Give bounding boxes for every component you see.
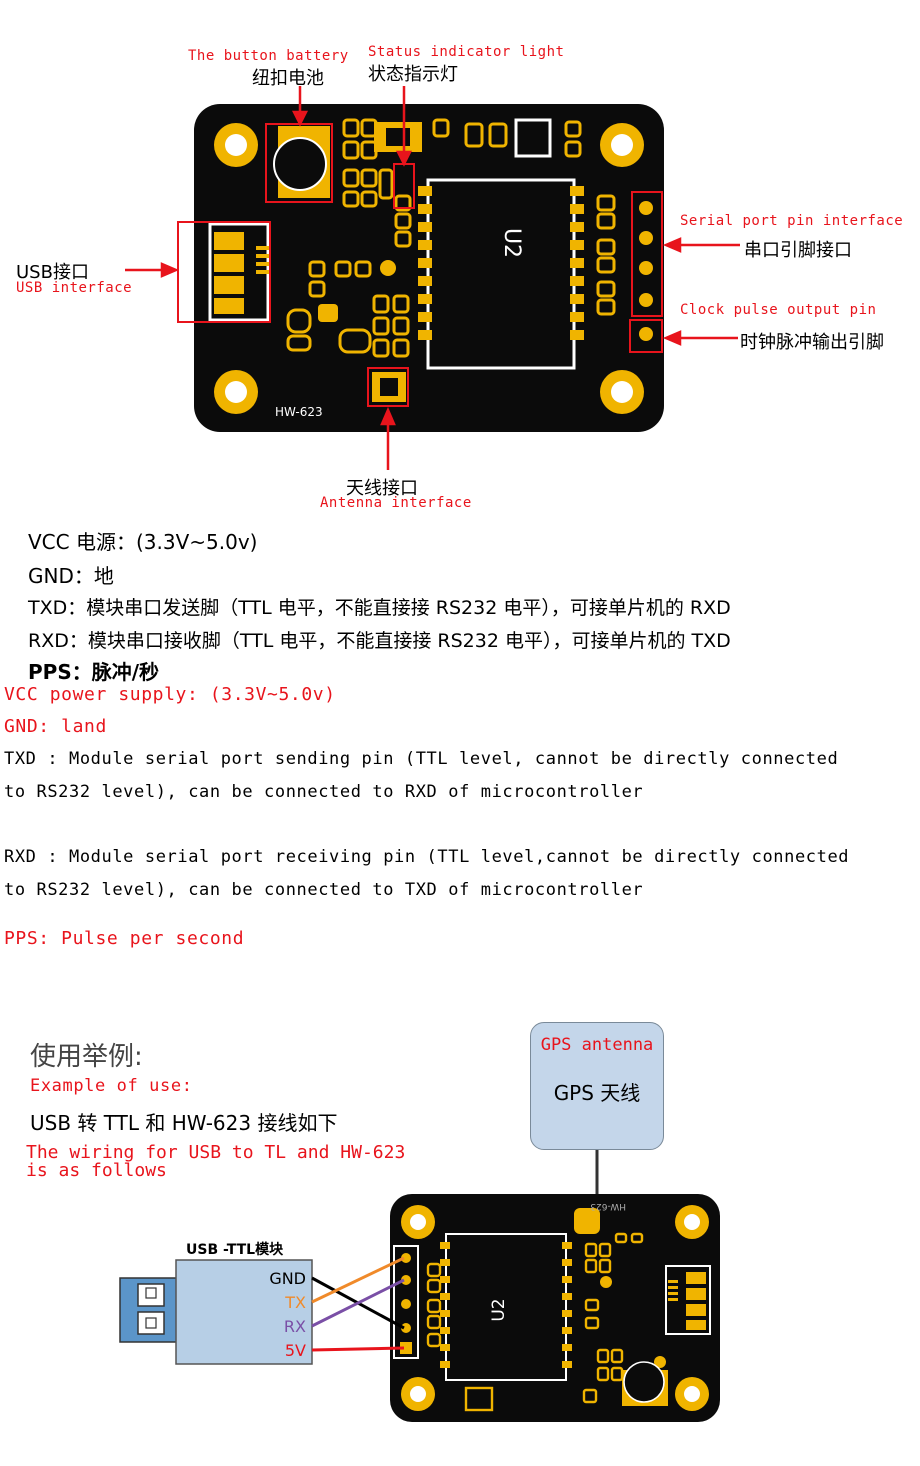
- chip-pad: [570, 258, 584, 268]
- mount-holes: [214, 123, 644, 414]
- chip-pad: [570, 330, 584, 340]
- chip-pad: [562, 1242, 572, 1249]
- chip-pad: [418, 258, 432, 268]
- serial-label-en: Serial port pin interface: [680, 213, 904, 229]
- header-pins: [639, 201, 653, 341]
- chip-pad: [570, 294, 584, 304]
- chip-pad: [440, 1310, 450, 1317]
- chip-pad: [418, 186, 432, 196]
- antenna-label-cn: 天线接口: [346, 478, 418, 499]
- chip-label: U2: [499, 228, 524, 258]
- wiring-cn: USB 转 TTL 和 HW-623 接线如下: [30, 1111, 338, 1135]
- gps-antenna-label-cn: GPS 天线: [553, 1081, 641, 1105]
- example-title-en: Example of use:: [30, 1076, 193, 1096]
- battery-icon: [273, 126, 330, 198]
- chip-pad: [440, 1259, 450, 1266]
- spec-en-gnd: GND: land: [4, 716, 107, 737]
- wire-tx: [311, 1256, 405, 1304]
- status-label-cn: 状态指示灯: [368, 64, 458, 85]
- chip-pad: [440, 1361, 450, 1368]
- chip-pad: [418, 330, 432, 340]
- bottom-mount-holes: [401, 1205, 709, 1411]
- spec-en-txd-2: to RS232 level), can be connected to RXD…: [4, 782, 644, 802]
- chip-pad: [562, 1259, 572, 1266]
- spec-en-rxd-1: RXD : Module serial port receiving pin (…: [4, 847, 850, 867]
- clock-label-en: Clock pulse output pin: [680, 302, 877, 318]
- bottom-usb-connector-icon: [665, 1265, 711, 1335]
- serial-label-cn: 串口引脚接口: [744, 240, 852, 261]
- spec-en-rxd-2: to RS232 level), can be connected to TXD…: [4, 880, 644, 900]
- chip-pad: [418, 204, 432, 214]
- battery-label-cn: 纽扣电池: [252, 68, 324, 89]
- spec-en-txd-1: TXD : Module serial port sending pin (TT…: [4, 749, 839, 769]
- chip-pad: [418, 294, 432, 304]
- usb-connector-icon: [208, 222, 270, 322]
- bottom-chip-label: U2: [489, 1298, 509, 1321]
- wire-5v: [311, 1346, 405, 1352]
- spec-en-pps: PPS: Pulse per second: [4, 928, 245, 949]
- chip-pad: [418, 222, 432, 232]
- silk-model: HW-623: [275, 405, 323, 419]
- chip-pad: [570, 222, 584, 232]
- bottom-antenna-pad: [574, 1208, 600, 1234]
- battery-label-en: The button battery: [188, 48, 349, 64]
- wiring-diagram: HW-623 U2 USB -TTL模块: [119, 1150, 720, 1422]
- antenna-highlight: [367, 367, 409, 407]
- serial-highlight: [631, 191, 663, 317]
- chip-pad: [418, 276, 432, 286]
- chip-pad: [562, 1293, 572, 1300]
- gps-chip-icon: [420, 172, 582, 376]
- wiring-en-1: The wiring for USB to TL and HW-623: [26, 1142, 406, 1163]
- pin-label-rx: RX: [284, 1317, 306, 1336]
- chip-pad: [562, 1327, 572, 1334]
- wire-rx: [311, 1278, 405, 1328]
- gps-antenna-label-en: GPS antenna: [540, 1035, 654, 1055]
- usb-ttl-module: [119, 1259, 313, 1365]
- pin-label-tx: TX: [284, 1293, 306, 1312]
- spec-cn-rxd: RXD：模块串口接收脚（TTL 电平，不能直接接 RS232 电平），可接单片机…: [28, 630, 731, 652]
- chip-pad: [440, 1293, 450, 1300]
- clock-label-cn: 时钟脉冲输出引脚: [740, 332, 884, 353]
- chip-pad: [562, 1310, 572, 1317]
- usb-label-en: USB interface: [16, 280, 133, 296]
- chip-pad: [562, 1361, 572, 1368]
- chip-pad: [570, 204, 584, 214]
- chip-pad: [562, 1276, 572, 1283]
- pin-label-5v: 5V: [285, 1341, 306, 1360]
- chip-pad: [570, 186, 584, 196]
- usb-highlight: [177, 221, 271, 323]
- spec-cn-vcc: VCC 电源：(3.3V~5.0v): [28, 530, 258, 554]
- chip-pad: [418, 312, 432, 322]
- top-board-diagram: U2 HW-623: [125, 86, 740, 470]
- spec-en-vcc: VCC power supply: (3.3V~5.0v): [4, 684, 336, 705]
- chip-pad: [440, 1344, 450, 1351]
- chip-pad: [570, 312, 584, 322]
- clock-highlight: [629, 319, 663, 353]
- chip-pad: [570, 276, 584, 286]
- bottom-battery-icon: [622, 1361, 668, 1406]
- chip-pad: [562, 1344, 572, 1351]
- chip-pad: [440, 1276, 450, 1283]
- chip-pad: [440, 1242, 450, 1249]
- status-label-en: Status indicator light: [368, 44, 565, 60]
- antenna-label-en: Antenna interface: [320, 495, 472, 511]
- usb-ttl-label: USB -TTL模块: [186, 1241, 284, 1258]
- spec-cn-pps: PPS：脉冲/秒: [28, 660, 160, 684]
- pin-label-gnd: GND: [269, 1269, 306, 1288]
- gps-antenna-box: GPS antenna GPS 天线: [530, 1022, 664, 1150]
- spec-cn-txd: TXD：模块串口发送脚（TTL 电平，不能直接接 RS232 电平），可接单片机…: [28, 597, 731, 619]
- bottom-silk: HW-623: [590, 1201, 626, 1211]
- wiring-en-2: is as follows: [26, 1160, 167, 1181]
- usb-label-cn: USB接口: [16, 262, 89, 283]
- chip-pad: [440, 1327, 450, 1334]
- chip-pad: [570, 240, 584, 250]
- chip-pad: [418, 240, 432, 250]
- example-title-cn: 使用举例:: [30, 1042, 143, 1072]
- spec-cn-gnd: GND：地: [28, 564, 114, 588]
- bottom-header: [393, 1245, 419, 1359]
